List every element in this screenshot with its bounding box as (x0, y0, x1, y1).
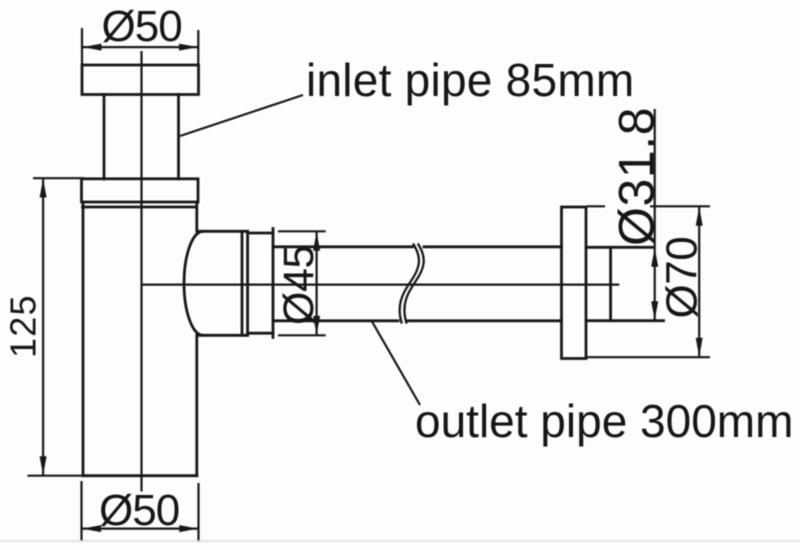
svg-text:inlet pipe 85mm: inlet pipe 85mm (306, 54, 634, 106)
svg-text:Ø50: Ø50 (102, 2, 182, 51)
svg-text:Ø45: Ø45 (275, 245, 323, 325)
svg-text:outlet pipe 300mm: outlet pipe 300mm (415, 395, 793, 447)
svg-text:125: 125 (3, 294, 44, 358)
svg-text:Ø50: Ø50 (99, 486, 179, 535)
svg-text:Ø31.8: Ø31.8 (609, 107, 665, 246)
svg-text:Ø70: Ø70 (658, 237, 707, 319)
